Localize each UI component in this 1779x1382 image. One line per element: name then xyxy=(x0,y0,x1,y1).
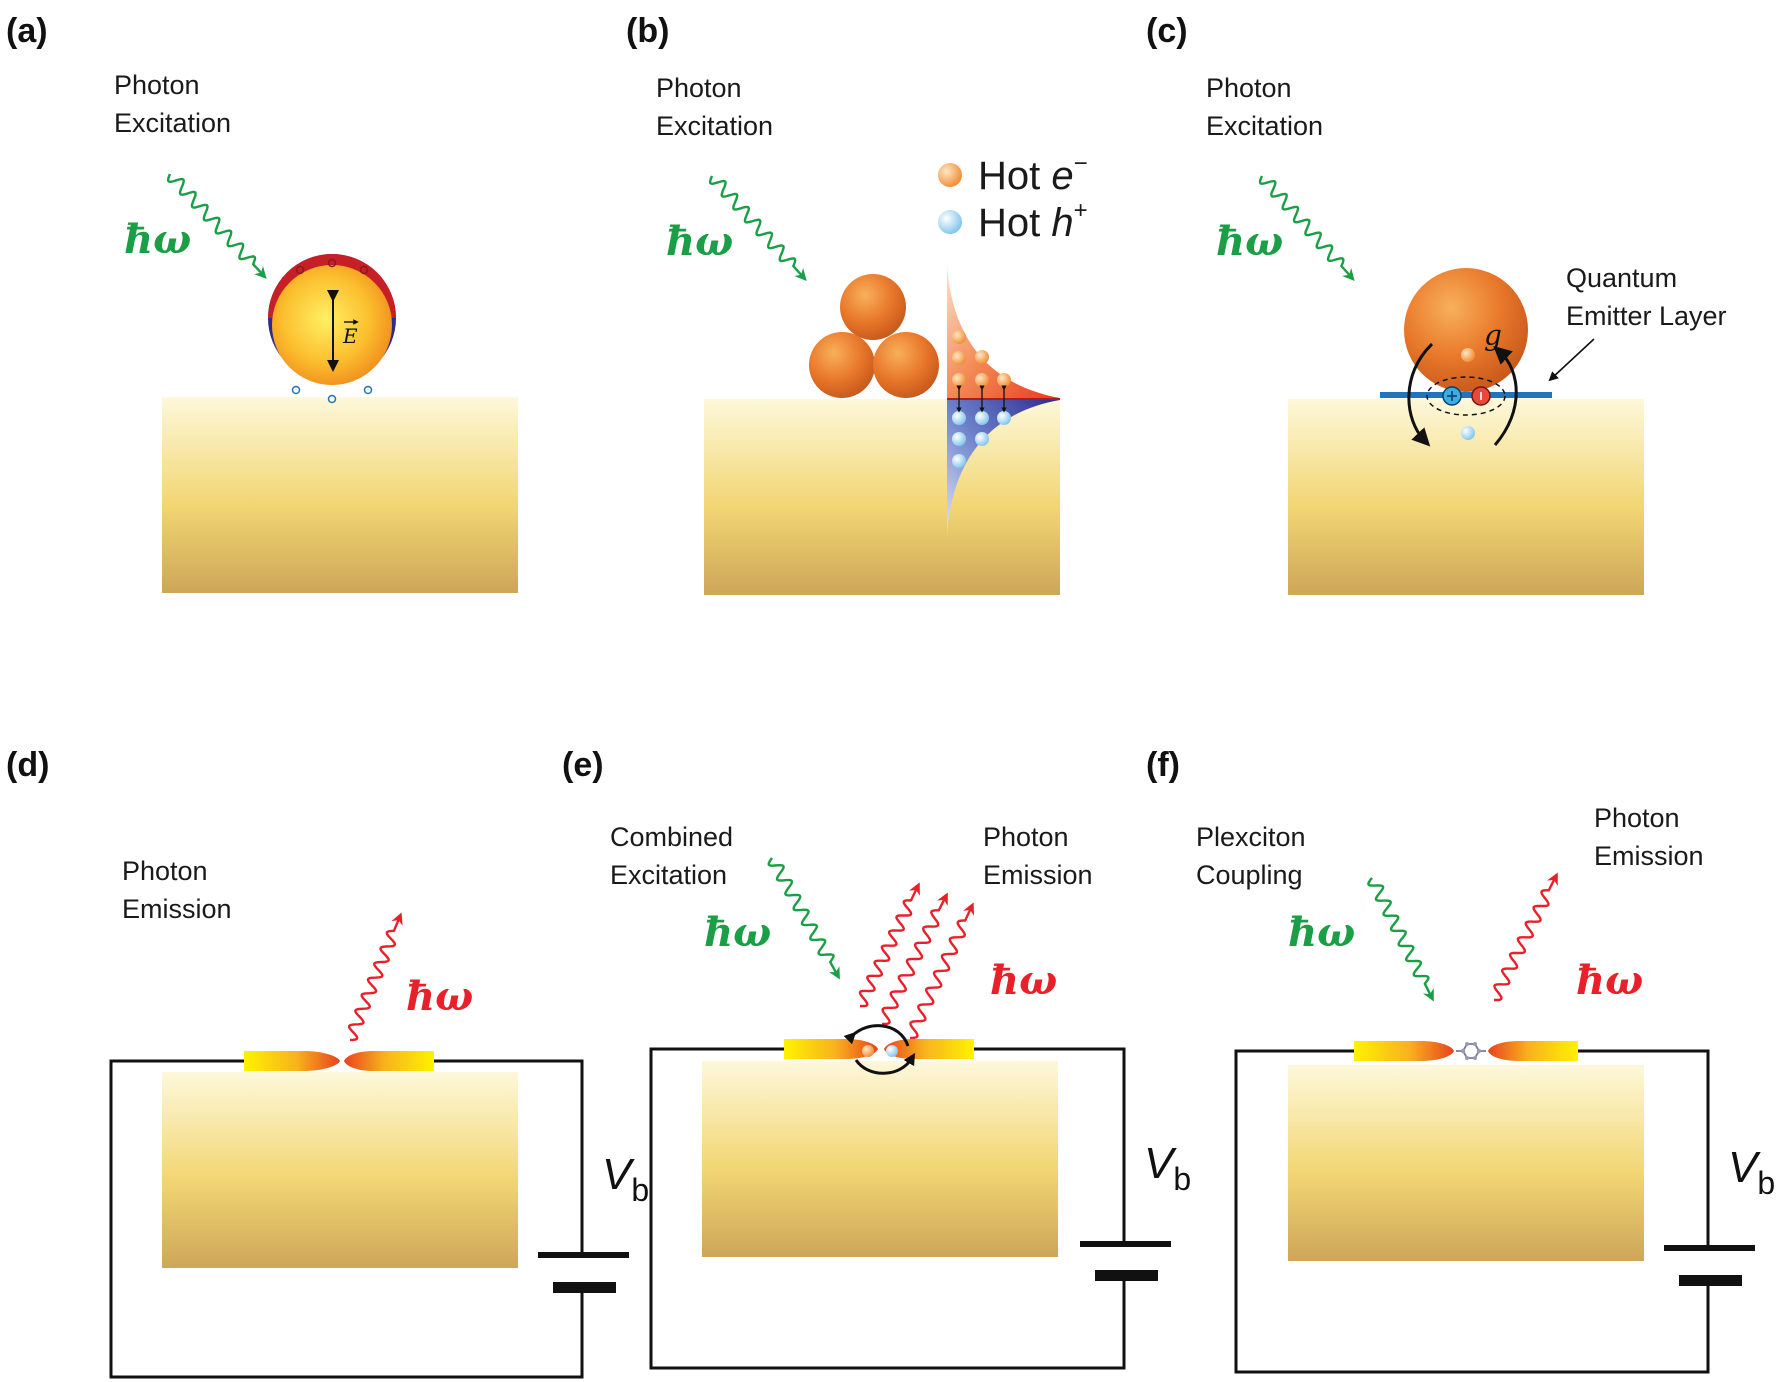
panel-c-exciton xyxy=(1426,348,1506,440)
panel-f: (f) Plexciton Coupling Photon Emission ħ… xyxy=(1146,746,1775,1374)
panel-d: (d) Photon Emission ħω Vb xyxy=(6,746,649,1379)
legend-hot-electron-marker xyxy=(938,163,962,187)
panel-e-tunneling-arrow-bottom xyxy=(854,1052,916,1075)
panel-f-left-caption-line1: Plexciton xyxy=(1196,822,1306,852)
panel-a: (a) Photon Excitation ħω E xyxy=(6,12,518,593)
panel-b-caption-line1: Photon xyxy=(656,73,742,103)
panel-e-photon-symbol-in: ħω xyxy=(704,909,771,956)
panel-c-coupling-arrow-left xyxy=(1407,342,1434,447)
panel-f-substrate xyxy=(1288,1065,1644,1261)
panel-d-bias-label: Vb xyxy=(602,1150,649,1208)
panel-e-photon-symbol-out: ħω xyxy=(990,957,1057,1004)
panel-c-caption-line1: Photon xyxy=(1206,73,1292,103)
panel-e-right-caption-line2: Emission xyxy=(983,860,1093,890)
panel-e-left-caption-line2: Excitation xyxy=(610,860,727,890)
panel-f-label: (f) xyxy=(1146,746,1180,784)
panel-a-field-symbol: E xyxy=(342,324,358,348)
panel-c-annotation-line2: Emitter Layer xyxy=(1566,301,1727,331)
panel-f-left-caption-line2: Coupling xyxy=(1196,860,1303,890)
panel-e-circuit-wire-left xyxy=(649,1047,1126,1370)
panel-e: (e) Combined Excitation Photon Emission … xyxy=(562,746,1191,1370)
panel-b: (b) Photon Excitation ħω xyxy=(626,12,1088,595)
panel-e-excitation-wave xyxy=(767,857,840,980)
panel-c-annotation-line1: Quantum xyxy=(1566,263,1677,293)
panel-f-photon-symbol-out: ħω xyxy=(1576,957,1643,1004)
panel-f-bias-label: Vb xyxy=(1728,1143,1775,1201)
legend-hot-hole-marker xyxy=(938,210,962,234)
panel-a-nanoparticle: E xyxy=(268,254,396,404)
panel-f-electrodes xyxy=(1354,1041,1578,1061)
panel-e-tunneling-arrow-top xyxy=(843,1024,910,1047)
panel-c-annotation-arrow xyxy=(1548,338,1595,382)
panel-d-circuit-wire-left xyxy=(109,1059,584,1379)
panel-e-left-caption-line1: Combined xyxy=(610,822,733,852)
panel-d-circuit-wire-right xyxy=(434,1059,584,1256)
panel-e-electrodes xyxy=(784,1039,974,1059)
panel-e-emission-wave-1 xyxy=(858,882,920,1008)
legend-hot-electron-label: Hot e− xyxy=(978,150,1088,198)
panel-e-bias-label: Vb xyxy=(1144,1139,1191,1197)
panel-a-caption-line2: Excitation xyxy=(114,108,231,138)
panel-e-emission-wave-3 xyxy=(909,902,975,1040)
panel-a-photon-symbol: ħω xyxy=(124,216,191,263)
panel-a-substrate xyxy=(162,397,518,593)
panel-c-coupling-symbol: g xyxy=(1484,319,1502,352)
panel-a-caption-line1: Photon xyxy=(114,70,200,100)
panel-d-caption-line1: Photon xyxy=(122,856,208,886)
panel-c-label: (c) xyxy=(1146,12,1188,50)
panel-f-photon-symbol-in: ħω xyxy=(1288,909,1355,956)
panel-e-label: (e) xyxy=(562,746,604,784)
panel-d-electrodes xyxy=(244,1051,434,1071)
panel-b-legend: Hot e− Hot h+ xyxy=(938,150,1088,245)
panel-b-excitation-wave xyxy=(708,175,807,281)
panel-a-excitation-wave xyxy=(166,173,267,279)
panel-b-nanoparticle-cluster xyxy=(809,274,939,398)
panel-f-circuit-wire-left xyxy=(1234,1049,1710,1374)
panel-b-energy-distribution xyxy=(947,264,1060,535)
panel-c: (c) Photon Excitation ħω g Quantum Emitt… xyxy=(1146,12,1727,595)
panel-d-emission-wave xyxy=(347,912,403,1042)
panel-f-molecule-icon xyxy=(1456,1042,1486,1060)
panel-e-substrate xyxy=(702,1061,1058,1257)
panel-d-photon-symbol: ħω xyxy=(406,973,473,1020)
panel-a-label: (a) xyxy=(6,12,48,50)
panel-d-caption-line2: Emission xyxy=(122,894,232,924)
panel-e-emission-wave-2 xyxy=(881,892,948,1026)
panel-f-excitation-wave xyxy=(1367,877,1434,1002)
panel-e-circuit-wire-right xyxy=(974,1047,1126,1245)
panel-c-excitation-wave xyxy=(1258,175,1355,281)
panel-e-battery xyxy=(1080,1241,1171,1281)
panel-b-caption-line2: Excitation xyxy=(656,111,773,141)
panel-d-battery xyxy=(538,1252,629,1293)
panel-d-label: (d) xyxy=(6,746,49,784)
panel-f-right-caption-line1: Photon xyxy=(1594,803,1680,833)
panel-b-substrate xyxy=(704,399,1060,595)
panel-c-coupling-arrow-right xyxy=(1493,345,1518,446)
panel-f-emission-wave xyxy=(1493,872,1558,1002)
panel-b-label: (b) xyxy=(626,12,669,50)
panel-f-right-caption-line2: Emission xyxy=(1594,841,1704,871)
panel-b-photon-symbol: ħω xyxy=(666,218,733,265)
panel-d-substrate xyxy=(162,1072,518,1268)
panel-f-battery xyxy=(1664,1245,1755,1286)
panel-c-caption-line2: Excitation xyxy=(1206,111,1323,141)
legend-hot-hole-label: Hot h+ xyxy=(978,197,1088,245)
panel-e-right-caption-line1: Photon xyxy=(983,822,1069,852)
panel-c-nanoparticle xyxy=(1404,268,1528,392)
panel-c-photon-symbol: ħω xyxy=(1216,218,1283,265)
panel-f-circuit-wire-right xyxy=(1578,1049,1710,1248)
